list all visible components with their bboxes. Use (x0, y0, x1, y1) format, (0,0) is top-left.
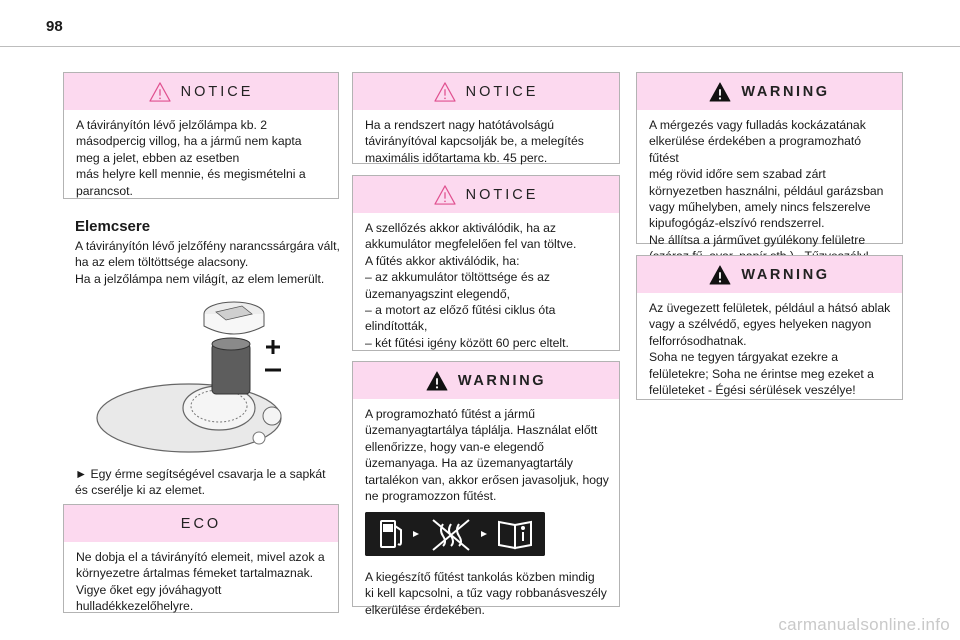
text-line: elkerülése érdekében. (365, 602, 485, 617)
warning-box-fuel: WARNING A programozható fűtést a jármű ü… (352, 361, 620, 617)
warning-box-hot-glass: WARNING Az üvegezett felületek, például … (636, 255, 903, 400)
eco-body: Ne dobja el a távirányító elemeit, mivel… (64, 542, 338, 615)
warning-body: A programozható fűtést a jármű üzemanyag… (353, 399, 619, 618)
text-line: felületekre; Soha ne érintse meg ezeket … (649, 366, 874, 381)
notice-title: NOTICE (180, 83, 254, 100)
text-line: üzemanyagszint elegendő, (365, 286, 510, 301)
text-line: üzemanyaga. Ha az üzemanyagtartály (365, 456, 573, 471)
battery-instruction: ► Egy érme segítségével csavarja le a sa… (75, 466, 326, 499)
text-line: ► Egy érme segítségével csavarja le a sa… (75, 467, 326, 481)
caution-outline-icon (434, 81, 456, 102)
warning-triangle-icon (709, 81, 731, 102)
arrow-icon (413, 531, 419, 538)
warning-triangle-icon (709, 264, 731, 285)
caution-outline-icon (434, 184, 456, 205)
section-title-battery: Elemcsere (75, 218, 151, 235)
warning-title: WARNING (741, 83, 830, 100)
warning-header: WARNING (637, 256, 902, 293)
text-line: ellenőrizze, hogy van-e elegendő (365, 439, 544, 454)
text-line: más helyre kell mennie, és megismételni … (76, 167, 306, 182)
text-line: Ha a rendszert nagy hatótávolságú (365, 118, 555, 132)
eco-title: ECO (180, 515, 222, 532)
warning-title: WARNING (741, 266, 830, 283)
text-line: Ne állítsa a járművet gyúlékony felületr… (649, 232, 866, 247)
warning-body: A mérgezés vagy fulladás kockázatának el… (637, 110, 902, 265)
text-line: vagy műhelyben, amely nincs felszerelve (649, 200, 871, 215)
warning-box-poisoning: WARNING A mérgezés vagy fulladás kockáza… (636, 72, 903, 263)
header-divider (0, 46, 960, 47)
text-line: másodpercig villog, ha a jármű nem kapta (76, 134, 302, 149)
warning-title: WARNING (457, 372, 547, 389)
text-line: A kiegészítő fűtést tankolás közben mind… (365, 569, 595, 584)
notice-title: NOTICE (465, 186, 539, 203)
heater-off-icon (432, 519, 470, 552)
eco-box: ECO Ne dobja el a távirányító elemeit, m… (63, 504, 339, 613)
text-line: kipufogógáz-elszívó rendszerrel. (649, 216, 825, 231)
text-line: – az akkumulátor töltöttsége és az (365, 270, 550, 285)
text-line: Vigye őket egy jóváhagyott (76, 582, 222, 597)
page-number: 98 (46, 18, 63, 35)
warning-triangle-icon (426, 370, 448, 391)
warning-body: Az üvegezett felületek, például a hátsó … (637, 293, 902, 398)
text-line: A mérgezés vagy fulladás kockázatának (649, 118, 866, 132)
eco-header: ECO (64, 505, 338, 542)
text-line: környezetben használni, például garázsba… (649, 183, 884, 198)
text-line: – a motort az előző fűtési ciklus óta (365, 303, 556, 318)
text-line: környezetre ártalmas fémeket tartalmazna… (76, 566, 314, 581)
notice-box-range: NOTICE Ha a rendszert nagy hatótávolságú… (352, 72, 620, 166)
text-line: ne programozzon fűtést. (365, 489, 497, 504)
text-line: még rövid időre sem szabad zárt (649, 167, 826, 182)
text-line: A távirányítón lévő jelzőfény narancssár… (75, 239, 340, 253)
text-line: parancsot. (76, 183, 133, 198)
text-line: Ha a jelzőlámpa nem világít, az elem lem… (75, 271, 325, 286)
warning-header: WARNING (637, 73, 902, 110)
text-line: ha az elem töltöttsége alacsony. (75, 255, 249, 270)
notice-header: NOTICE (353, 73, 619, 110)
notice-body: A szellőzés akkor aktiválódik, ha az akk… (353, 213, 619, 351)
notice-box-remote-signal: NOTICE A távirányítón lévő jelzőlámpa kb… (63, 72, 339, 199)
battery-replacement-illustration (96, 301, 282, 453)
text-line: ki kell kapcsolni, a tűz vagy robbanásve… (365, 586, 607, 601)
text-line: Az üvegezett felületek, például a hátsó … (649, 301, 891, 315)
text-line: Ne dobja el a távirányító elemeit, mivel… (76, 550, 325, 564)
text-line: akkumulátor megfelelően fel van töltve. (365, 237, 577, 252)
arrow-icon (481, 531, 487, 538)
text-line: A szellőzés akkor aktiválódik, ha az (365, 221, 557, 235)
refuel-heater-off-pictogram (365, 512, 545, 557)
text-line: A távirányítón lévő jelzőlámpa kb. 2 (76, 118, 268, 132)
text-line: A fűtés akkor aktiválódik, ha: (365, 253, 520, 268)
notice-header: NOTICE (353, 176, 619, 213)
text-line: Soha ne tegyen tárgyakat ezekre a (649, 350, 839, 365)
text-line: távirányítóval kapcsolják be, a melegíté… (365, 134, 584, 149)
text-line: elkerülése érdekében a programozható fűt… (649, 134, 862, 165)
notice-title: NOTICE (465, 83, 539, 100)
text-line: meg a jelet, ebben az esetben (76, 150, 240, 165)
manual-book-icon (498, 521, 532, 550)
text-line: és cserélje ki az elemet. (75, 483, 206, 498)
text-line: vagy a szélvédő, egyes helyeken nagyon (649, 317, 872, 332)
text-line: üzemanyagtartálya táplálja. Használat el… (365, 423, 598, 438)
text-line: hulladékkezelőhelyre. (76, 599, 194, 614)
text-line: maximális időtartama kb. 45 perc. (365, 150, 548, 165)
text-line: – két fűtési igény között 60 perc eltelt… (365, 335, 569, 350)
text-line: elindították, (365, 319, 428, 334)
warning-header: WARNING (353, 362, 619, 399)
text-line: A programozható fűtést a jármű (365, 407, 536, 421)
battery-description: A távirányítón lévő jelzőfény narancssár… (75, 238, 340, 287)
notice-body: A távirányítón lévő jelzőlámpa kb. 2 más… (64, 110, 338, 199)
text-line: felületeket - Égési sérülések veszélye! (649, 383, 856, 398)
text-line: tartalékon van, akkor erősen javasoljuk,… (365, 472, 609, 487)
fuel-pump-icon (380, 520, 402, 549)
watermark: carmanualsonline.info (778, 615, 950, 634)
notice-box-ventilation: NOTICE A szellőzés akkor aktiválódik, ha… (352, 175, 620, 351)
caution-outline-icon (149, 81, 171, 102)
text-line: felforrósodhatnak. (649, 333, 747, 348)
notice-body: Ha a rendszert nagy hatótávolságú távirá… (353, 110, 619, 166)
notice-header: NOTICE (64, 73, 338, 110)
